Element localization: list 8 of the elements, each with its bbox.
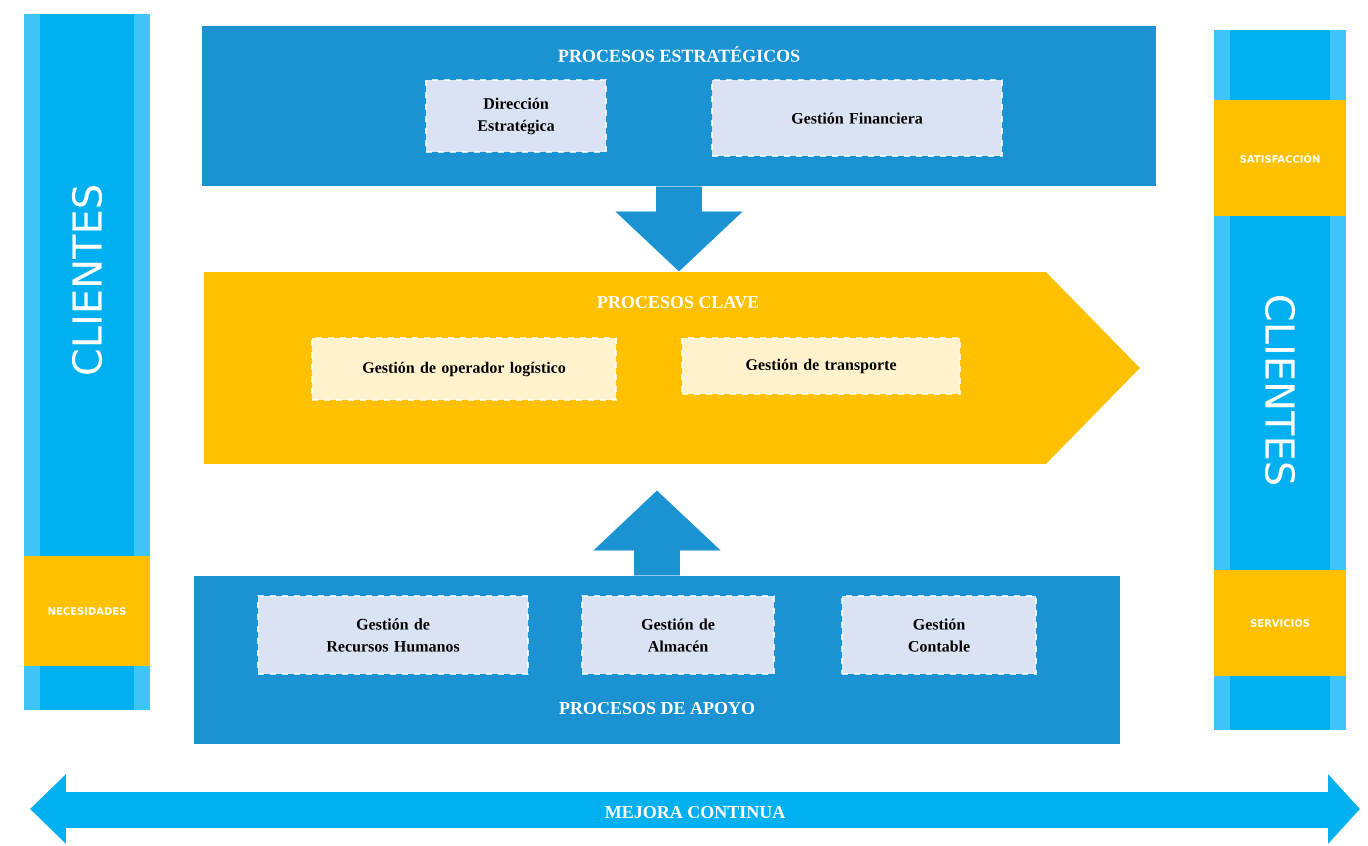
process-box: Gestión de operador logístico bbox=[311, 337, 617, 401]
process-box: Gestión de transporte bbox=[681, 337, 961, 395]
process-box: Gestión de Almacén bbox=[581, 595, 775, 675]
double-arrow-band: MEJORA CONTINUA bbox=[30, 774, 1360, 844]
process-box: Gestión Contable bbox=[841, 595, 1037, 675]
process-box: Dirección Estratégica bbox=[425, 79, 607, 153]
process-box: Gestión de Recursos Humanos bbox=[257, 595, 529, 675]
process-box: Gestión Financiera bbox=[711, 79, 1003, 157]
